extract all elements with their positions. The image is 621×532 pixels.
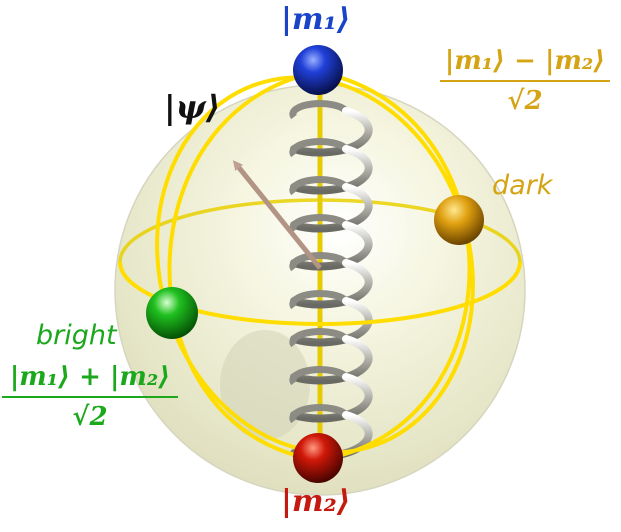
psi-label: |ψ⟩ bbox=[164, 88, 221, 126]
orange-sphere-icon bbox=[434, 195, 484, 245]
bright-fraction-bar bbox=[2, 396, 178, 398]
spring-coil-front bbox=[290, 297, 373, 347]
green-sphere-icon bbox=[146, 287, 198, 339]
equator-ring bbox=[118, 261, 522, 326]
spring-coil-front bbox=[290, 335, 373, 385]
spring-coil-back bbox=[289, 214, 349, 234]
spring-coil-front bbox=[290, 107, 373, 157]
spring-coil-back bbox=[289, 290, 349, 310]
dark-state-fraction: |m₁⟩ − |m₂⟩ √2 bbox=[440, 44, 610, 118]
dark-word: dark bbox=[492, 170, 553, 201]
blue-sphere-icon bbox=[293, 45, 343, 95]
spring-coil-back bbox=[289, 366, 349, 386]
bright-word: bright bbox=[36, 320, 117, 351]
spring-coil-back bbox=[289, 100, 349, 120]
dark-numerator: |m₁⟩ − |m₂⟩ bbox=[444, 46, 606, 76]
spring-coil-back bbox=[289, 328, 349, 348]
m2-label: |m₂⟩ bbox=[281, 484, 351, 519]
spring-coil-front bbox=[290, 373, 373, 423]
dark-fraction-bar bbox=[440, 80, 610, 82]
m1-label: |m₁⟩ bbox=[281, 2, 351, 37]
bright-state-fraction: |m₁⟩ + |m₂⟩ √2 bbox=[2, 360, 178, 434]
spring-coil-front bbox=[290, 145, 373, 195]
state-arrow bbox=[232, 160, 322, 270]
spring-coil-back bbox=[289, 404, 349, 424]
spring-coil-front bbox=[290, 259, 373, 309]
spring-coil-back bbox=[289, 138, 349, 158]
spring-coil-back bbox=[289, 176, 349, 196]
spring-shadow bbox=[220, 330, 310, 440]
dark-denominator: √2 bbox=[507, 86, 543, 116]
bright-denominator: √2 bbox=[72, 402, 108, 432]
spring-coil-front bbox=[290, 221, 373, 271]
spring-coil-front bbox=[290, 183, 373, 233]
m1-m2-meridian-left bbox=[167, 70, 319, 462]
m1-m2-meridian-right bbox=[317, 70, 472, 462]
bright-numerator: |m₁⟩ + |m₂⟩ bbox=[9, 362, 171, 392]
red-sphere-icon bbox=[293, 433, 343, 483]
